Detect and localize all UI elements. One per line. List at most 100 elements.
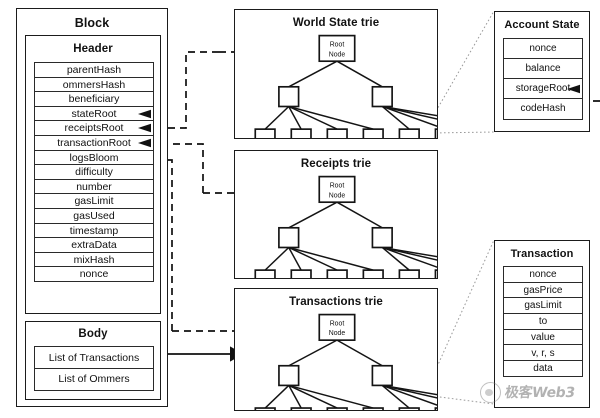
trie-leaf-node[interactable] bbox=[398, 128, 420, 138]
field-label: storageRoot bbox=[515, 83, 571, 95]
field-label: timestamp bbox=[69, 224, 119, 237]
transaction-field-value[interactable]: value bbox=[503, 328, 583, 346]
trie-edge bbox=[288, 246, 374, 271]
trie-edge bbox=[288, 246, 338, 271]
transactions-trie-title: Transactions trie bbox=[289, 296, 383, 308]
account-state-field-list: nonce balance storageRoot codeHash bbox=[503, 38, 583, 120]
trie-branch-node[interactable] bbox=[371, 364, 393, 387]
trie-leaf-node[interactable] bbox=[434, 128, 437, 138]
field-label: to bbox=[538, 316, 548, 328]
field-label: v, r, s bbox=[531, 347, 555, 359]
transaction-field-data[interactable]: data bbox=[503, 360, 583, 378]
trie-leaf-node[interactable] bbox=[326, 269, 348, 278]
field-label: logsBloom bbox=[69, 151, 119, 164]
trie-edge bbox=[288, 60, 338, 88]
field-label: difficulty bbox=[75, 166, 113, 179]
account-field-storageroot[interactable]: storageRoot bbox=[503, 78, 583, 100]
field-label: number bbox=[76, 180, 112, 193]
trie-edge bbox=[381, 384, 437, 406]
guide-transaction bbox=[431, 239, 495, 405]
world-state-trie-title: World State trie bbox=[292, 17, 380, 29]
header-field-extradata[interactable]: extraData bbox=[34, 237, 154, 254]
trie-edge bbox=[382, 105, 437, 117]
trie-leaf-node[interactable] bbox=[254, 128, 276, 138]
trie-leaf-node[interactable] bbox=[362, 269, 384, 278]
trie-leaf-node[interactable] bbox=[398, 407, 420, 410]
trie-leaf-node[interactable] bbox=[290, 128, 312, 138]
trie-branch-node[interactable] bbox=[371, 226, 393, 249]
trie-edge bbox=[288, 247, 302, 271]
trie-leaf-node[interactable] bbox=[254, 407, 276, 410]
trie-edge bbox=[264, 384, 290, 409]
inbound-arrow-icon bbox=[138, 109, 151, 119]
field-label: receiptsRoot bbox=[64, 122, 124, 135]
trie-leaf-node[interactable] bbox=[398, 269, 420, 278]
trie-root-label: Root bbox=[330, 320, 345, 327]
trie-root-node[interactable] bbox=[318, 175, 356, 204]
trie-edge bbox=[264, 105, 290, 130]
field-label: balance bbox=[525, 63, 561, 75]
trie-leaf-node[interactable] bbox=[290, 407, 312, 410]
trie-root-label: Root bbox=[330, 182, 345, 189]
header-field-nonce[interactable]: nonce bbox=[34, 266, 154, 283]
trie-edge bbox=[288, 201, 338, 229]
trie-edge bbox=[288, 385, 302, 409]
transaction-field-to[interactable]: to bbox=[503, 313, 583, 331]
account-field-nonce[interactable]: nonce bbox=[503, 38, 583, 60]
trie-branch-node[interactable] bbox=[371, 85, 393, 108]
header-field-receiptsroot[interactable]: receiptsRoot bbox=[34, 120, 154, 137]
trie-leaf-node[interactable] bbox=[326, 407, 348, 410]
trie-edge bbox=[288, 384, 374, 409]
trie-edge bbox=[381, 384, 410, 409]
trie-edge bbox=[381, 246, 410, 271]
trie-leaf-node[interactable] bbox=[362, 407, 384, 410]
trie-root-node[interactable] bbox=[318, 313, 356, 341]
header-field-transactionroot[interactable]: transactionRoot bbox=[34, 134, 154, 152]
trie-edge bbox=[382, 246, 437, 268]
trie-root-label: Node bbox=[329, 330, 346, 337]
transaction-field-v-r-s[interactable]: v, r, s bbox=[503, 344, 583, 362]
field-label: beneficiary bbox=[68, 93, 120, 106]
account-field-codehash[interactable]: codeHash bbox=[503, 98, 583, 120]
transaction-field-gaslimit[interactable]: gasLimit bbox=[503, 297, 583, 315]
trie-leaf-node[interactable] bbox=[254, 269, 276, 278]
trie-branch-node[interactable] bbox=[278, 85, 300, 108]
trie-edge bbox=[382, 105, 437, 127]
trie-leaf-node[interactable] bbox=[434, 269, 437, 278]
trie-edge bbox=[288, 105, 338, 130]
trie-branch-node[interactable] bbox=[278, 226, 300, 249]
trie-root-label: Node bbox=[329, 51, 346, 58]
block-header-title: Header bbox=[73, 43, 113, 55]
header-field-gasused[interactable]: gasUsed bbox=[34, 207, 154, 225]
inbound-arrow-icon bbox=[138, 138, 151, 148]
body-field-list-of-ommers[interactable]: List of Ommers bbox=[34, 367, 154, 391]
transaction-field-gasprice[interactable]: gasPrice bbox=[503, 281, 583, 299]
trie-root-node[interactable] bbox=[318, 34, 356, 63]
trie-leaf-node[interactable] bbox=[434, 407, 437, 410]
trie-leaf-node[interactable] bbox=[362, 128, 384, 138]
field-label: extraData bbox=[71, 239, 117, 252]
trie-edge bbox=[336, 60, 383, 88]
field-label: stateRoot bbox=[71, 107, 117, 120]
transaction-field-nonce[interactable]: nonce bbox=[503, 266, 583, 284]
trie-edge bbox=[382, 246, 437, 261]
trie-edge bbox=[382, 384, 437, 399]
trie-leaf-node[interactable] bbox=[290, 269, 312, 278]
account-field-balance[interactable]: balance bbox=[503, 58, 583, 80]
field-label: List of Ommers bbox=[58, 373, 130, 385]
receipts-trie-title: Receipts trie bbox=[300, 158, 372, 170]
trie-leaf-node[interactable] bbox=[326, 128, 348, 138]
trie-branch-node[interactable] bbox=[278, 364, 300, 387]
trie-root-label: Root bbox=[330, 41, 345, 48]
field-label: codeHash bbox=[520, 103, 566, 115]
trie-edge bbox=[382, 384, 437, 396]
body-field-list-of-transactions[interactable]: List of Transactions bbox=[34, 346, 154, 369]
